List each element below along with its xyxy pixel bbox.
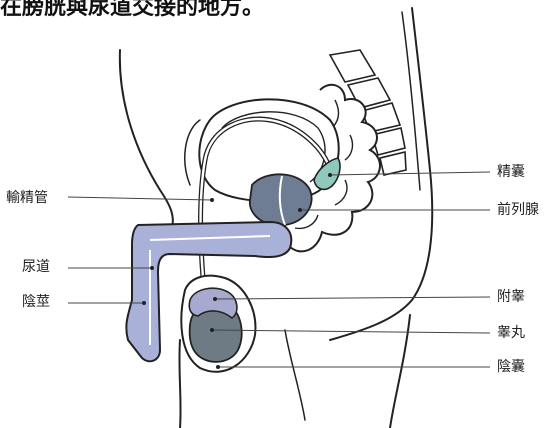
label-vas-deferens: 輸精管 [6,190,48,206]
label-prostate: 前列腺 [497,202,539,218]
thigh-outline [179,340,180,428]
label-epididymis: 附睾 [497,289,525,305]
label-urethra: 尿道 [22,259,50,275]
buttock-curve [285,330,305,420]
label-scrotum: 陰囊 [497,359,525,375]
label-testis: 睾丸 [497,325,525,341]
pubic-outline [185,120,200,185]
abdomen-outline [120,50,173,228]
label-penis: 陰莖 [22,294,50,310]
label-seminal-vesicle: 精囊 [497,164,525,180]
